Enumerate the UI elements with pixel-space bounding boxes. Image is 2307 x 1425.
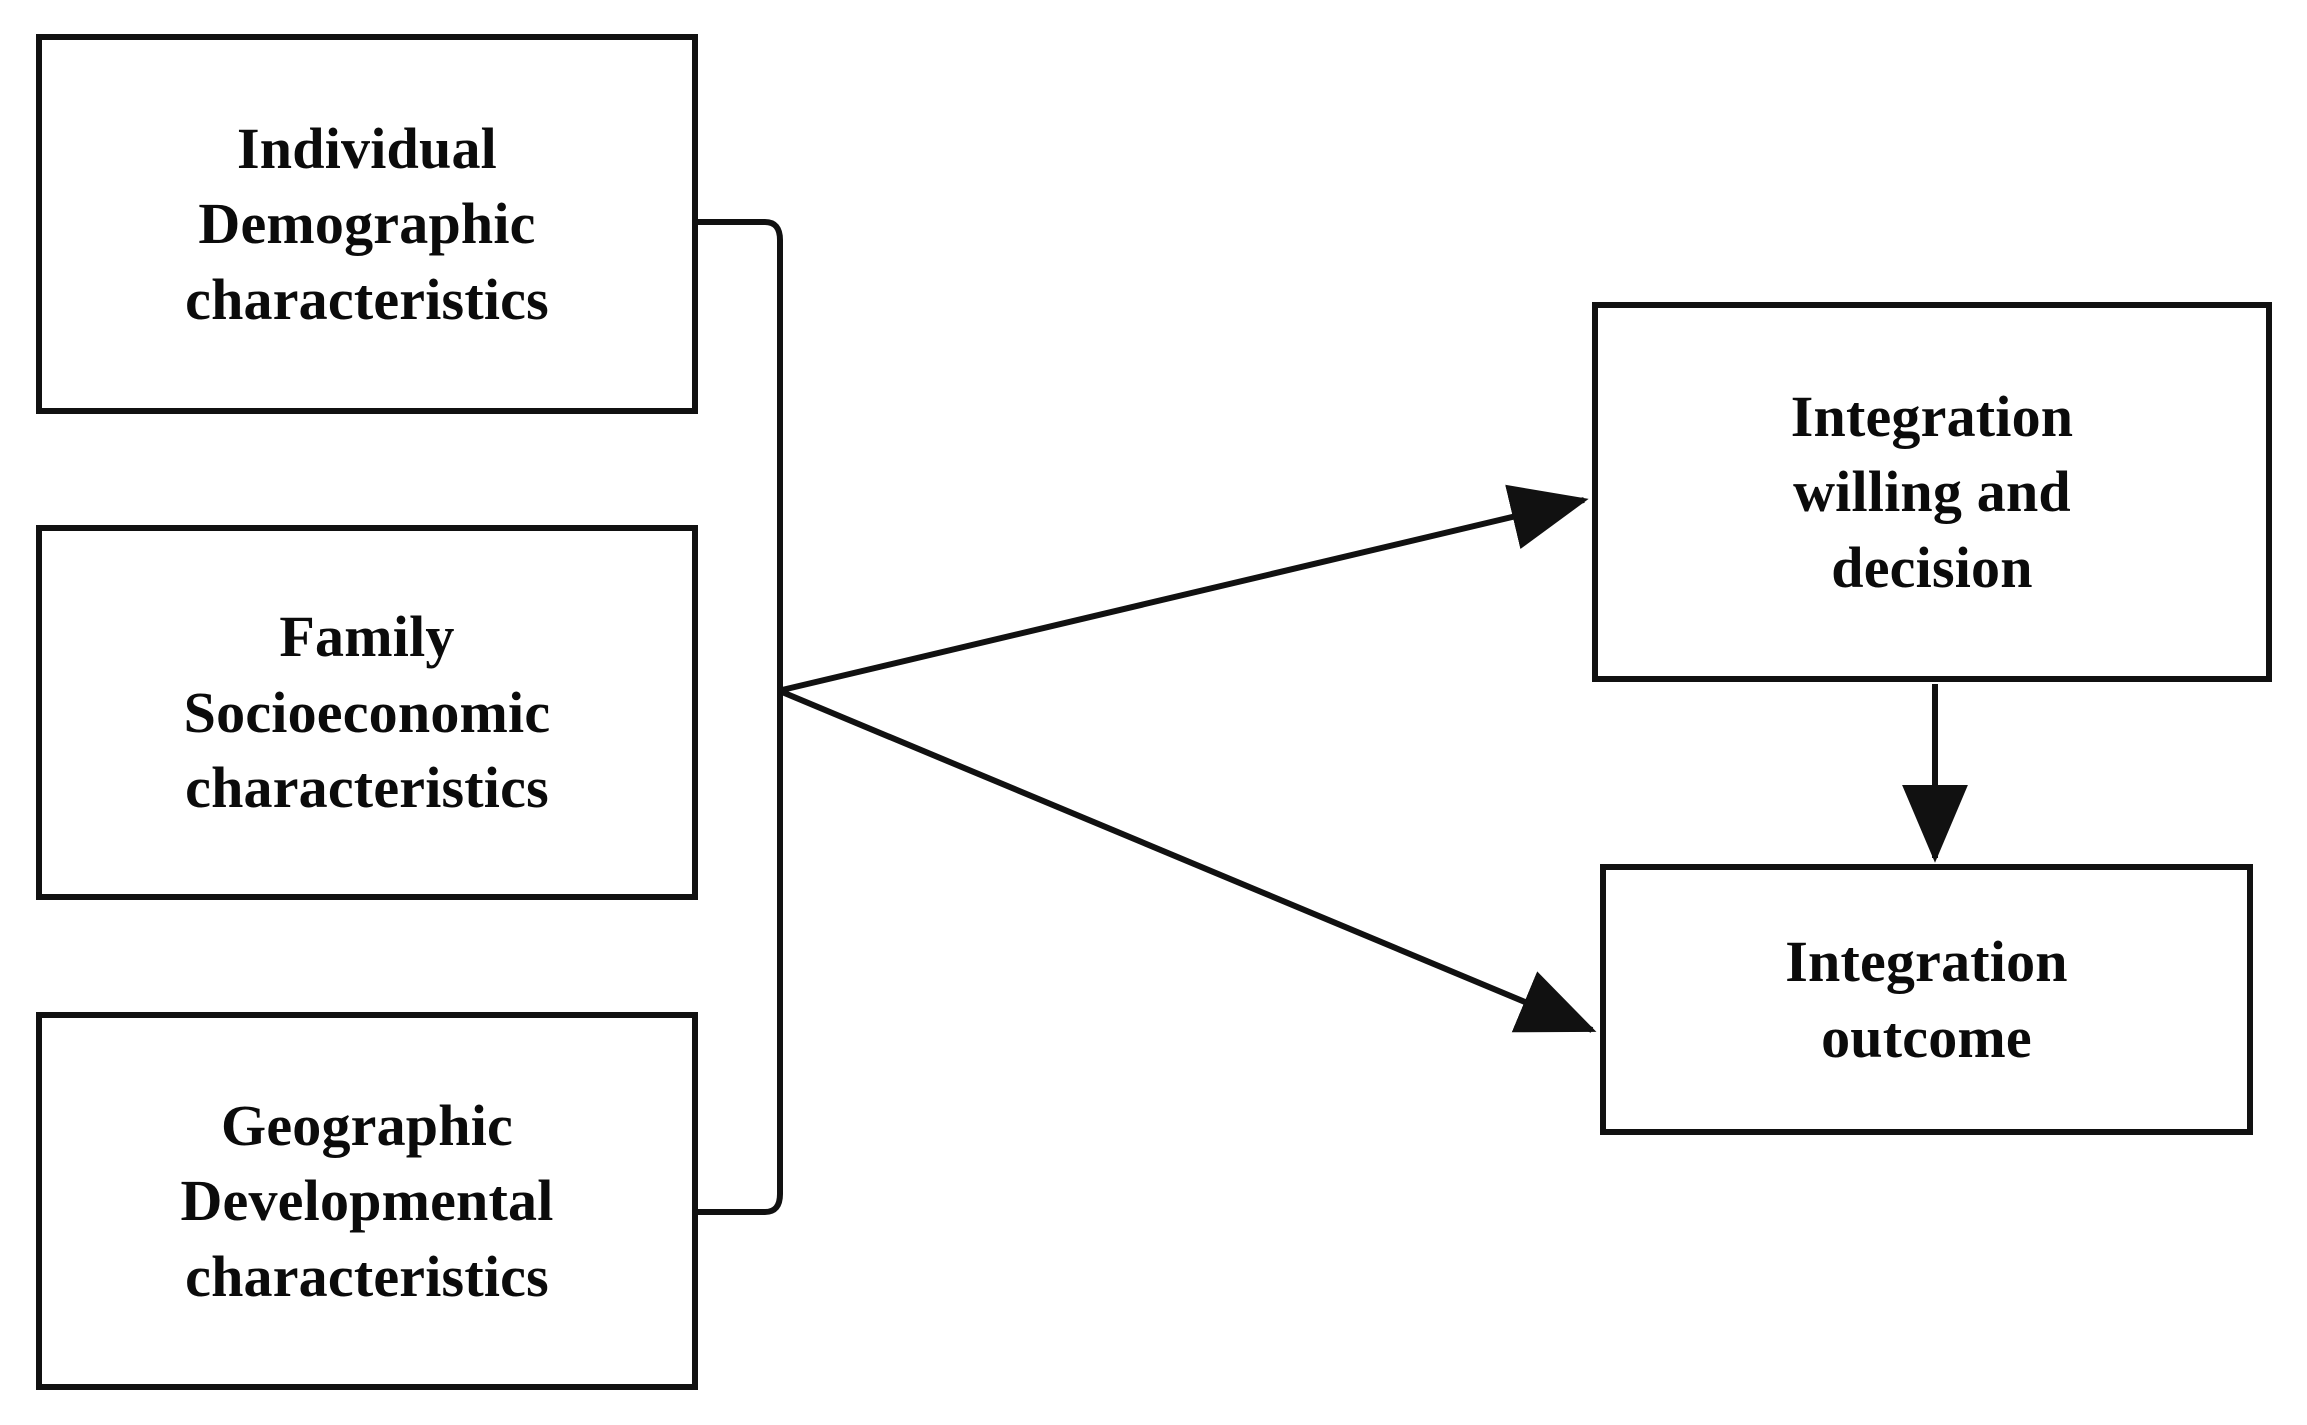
node-family-label: Family Socioeconomic characteristics [183, 604, 551, 821]
node-geographic-label: Geographic Developmental characteristics [180, 1092, 554, 1309]
node-willing-label: Integration willing and decision [1790, 383, 2074, 600]
node-integration-outcome: Integration outcome [1600, 864, 2253, 1135]
node-integration-willing-and-decision: Integration willing and decision [1592, 302, 2272, 682]
edge-individual-to-trunk [694, 219, 783, 690]
edge-trunk-to-willing [781, 484, 1589, 693]
node-outcome-label: Integration outcome [1785, 929, 2068, 1070]
node-family-socioeconomic-characteristics: Family Socioeconomic characteristics [36, 525, 698, 900]
edge-trunk-to-outcome [780, 689, 1597, 1033]
node-individual-label: Individual Demographic characteristics [185, 115, 549, 332]
node-individual-demographic-characteristics: Individual Demographic characteristics [36, 34, 698, 414]
edge-geographic-to-trunk [694, 690, 783, 1215]
node-geographic-developmental-characteristics: Geographic Developmental characteristics [36, 1012, 698, 1390]
